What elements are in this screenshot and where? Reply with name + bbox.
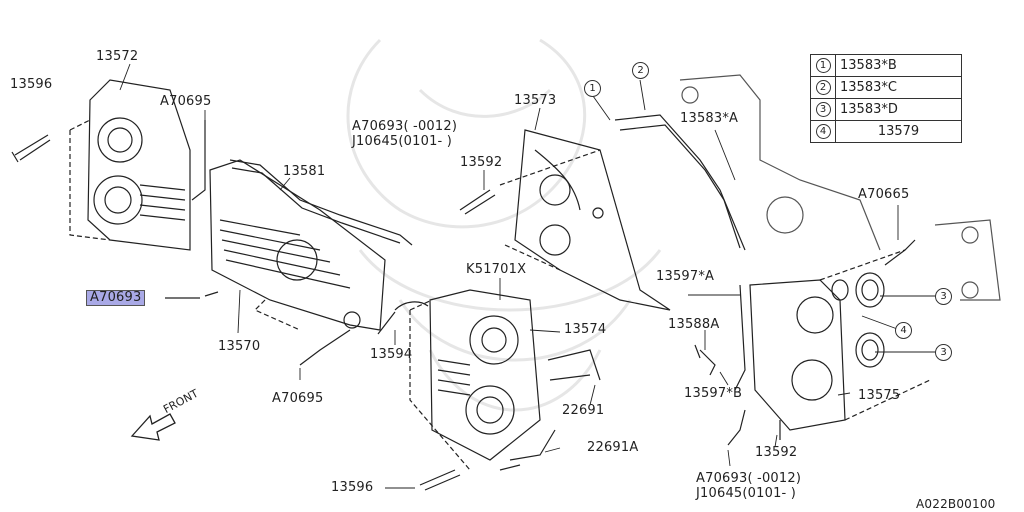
callout-3-upper[interactable]: 3 xyxy=(935,288,952,305)
legend-num-3: 3 xyxy=(815,102,831,117)
callout-legend-table: 1 13583*B 2 13583*C 3 13583*D 4 13579 xyxy=(810,54,962,143)
label-a70665[interactable]: A70665 xyxy=(858,187,910,202)
callout-1[interactable]: 1 xyxy=(584,80,601,97)
legend-part-1[interactable]: 13583*B xyxy=(840,58,897,73)
diagram-reference-code: A022B00100 xyxy=(916,497,996,511)
label-j10645-mid[interactable]: J10645(0101- ) xyxy=(352,134,453,149)
bolt-a70693-left xyxy=(165,291,219,299)
label-a70693-highlighted[interactable]: A70693 xyxy=(86,290,146,306)
legend-row-3[interactable]: 3 13583*D xyxy=(811,99,961,121)
label-13583a[interactable]: 13583*A xyxy=(680,111,739,126)
label-a70693-bottom[interactable]: A70693( -0012) xyxy=(696,471,802,486)
label-a70693-mid[interactable]: A70693( -0012) xyxy=(352,119,458,134)
label-13597a[interactable]: 13597*A xyxy=(656,269,715,284)
dashed-guide-right xyxy=(819,249,931,421)
seal-13583d-upper xyxy=(855,272,885,308)
legend-part-2[interactable]: 13583*C xyxy=(840,80,897,95)
seal-13594 xyxy=(377,301,429,335)
bolt-a70695-top xyxy=(191,120,206,201)
bracket-22691 xyxy=(547,349,601,381)
label-13581[interactable]: 13581 xyxy=(283,164,326,179)
label-13573[interactable]: 13573 xyxy=(514,93,557,108)
label-13592-bottom[interactable]: 13592 xyxy=(755,445,798,460)
bolt-13596-bottom xyxy=(419,469,461,491)
legend-part-4[interactable]: 13579 xyxy=(877,124,920,139)
legend-num-4: 4 xyxy=(815,124,831,139)
label-13596-bottom[interactable]: 13596 xyxy=(331,480,374,495)
legend-part-3[interactable]: 13583*D xyxy=(840,102,898,117)
callout-2[interactable]: 2 xyxy=(632,62,649,79)
gasket-13583a xyxy=(614,114,746,251)
legend-num-1: 1 xyxy=(815,58,831,73)
callout-3-lower[interactable]: 3 xyxy=(935,344,952,361)
legend-num-2: 2 xyxy=(815,80,831,95)
gasket-13581 xyxy=(229,159,413,246)
seal-13579 xyxy=(831,279,849,301)
legend-row-2[interactable]: 2 13583*C xyxy=(811,77,961,99)
timing-belt-cover-right xyxy=(734,279,846,431)
label-13570[interactable]: 13570 xyxy=(218,339,261,354)
bolt-a70693-bottom xyxy=(727,409,746,446)
label-22691a[interactable]: 22691A xyxy=(587,440,639,455)
callout-4[interactable]: 4 xyxy=(895,322,912,339)
label-13596-top[interactable]: 13596 xyxy=(10,77,53,92)
label-k51701x[interactable]: K51701X xyxy=(466,262,527,277)
label-a70695-top[interactable]: A70695 xyxy=(160,94,212,109)
legend-row-4[interactable]: 4 13579 xyxy=(811,121,961,142)
label-13597b[interactable]: 13597*B xyxy=(684,386,743,401)
label-13574[interactable]: 13574 xyxy=(564,322,607,337)
bolt-a70665 xyxy=(884,239,916,266)
timing-belt-cover-inner xyxy=(514,129,671,311)
front-arrow-icon xyxy=(130,413,176,441)
bolt-a70695-bottom xyxy=(299,329,351,366)
label-j10645-bottom[interactable]: J10645(0101- ) xyxy=(696,486,797,501)
label-13592-top[interactable]: 13592 xyxy=(460,155,503,170)
bolt-13592-top xyxy=(459,189,496,215)
bracket-22691a xyxy=(499,429,556,471)
tensioner-13588a xyxy=(694,344,716,376)
legend-row-1[interactable]: 1 13583*B xyxy=(811,55,961,77)
leader-lines xyxy=(119,63,935,489)
label-13575[interactable]: 13575 xyxy=(858,388,901,403)
label-a70695-bottom[interactable]: A70695 xyxy=(272,391,324,406)
label-22691[interactable]: 22691 xyxy=(562,403,605,418)
engine-block-outline xyxy=(679,74,1001,301)
watermark-emblem xyxy=(346,38,662,412)
timing-belt-cover-lower-center xyxy=(409,289,541,471)
dashed-guide-center xyxy=(499,149,601,271)
label-13594[interactable]: 13594 xyxy=(370,347,413,362)
label-13572[interactable]: 13572 xyxy=(96,49,139,64)
timing-belt-cover-upper-left xyxy=(69,79,191,251)
timing-belt-cover-center xyxy=(209,159,386,331)
bolt-13596-top xyxy=(11,134,51,163)
label-13588a[interactable]: 13588A xyxy=(668,317,720,332)
seal-13583d-lower xyxy=(855,332,885,368)
